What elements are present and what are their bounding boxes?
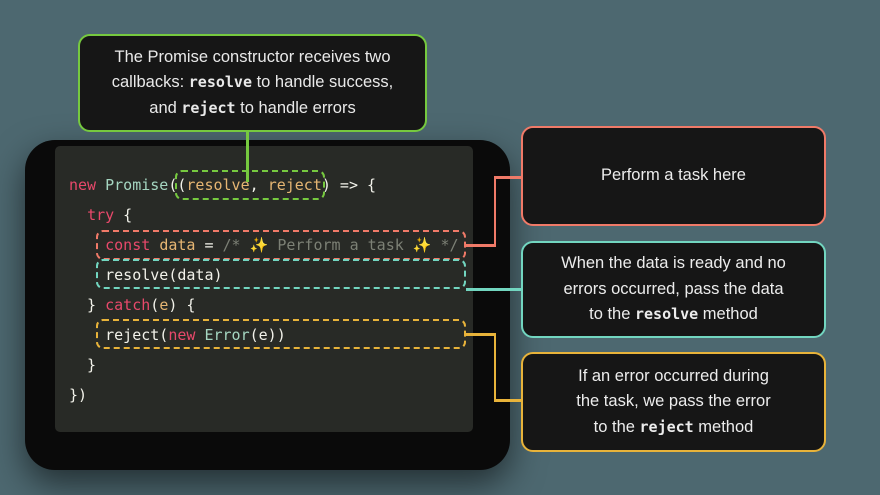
code-line-6: reject(new Error(e)) <box>69 326 286 344</box>
code-line-8: }) <box>69 386 88 404</box>
reject-line-3-c: method <box>693 417 754 436</box>
code-line-3: const data = /* ✨ Perform a task ✨ */ <box>105 236 459 254</box>
callout-line-3-a: and <box>149 98 182 117</box>
code-line-4: resolve(data) <box>69 266 223 284</box>
resolve-highlight <box>96 259 466 289</box>
callout-promise-constructor-text: The Promise constructor receives two cal… <box>98 45 408 122</box>
callout-perform-task: Perform a task here <box>521 126 826 226</box>
connector-green-stem <box>246 130 249 182</box>
reject-line-3-a: to the <box>593 417 640 436</box>
code-line-7: } <box>69 356 97 374</box>
callout-line-2-resolve: resolve <box>188 73 252 92</box>
callout-line-1: The Promise constructor receives two <box>114 47 391 66</box>
code-line-1: new Promise((resolve, reject) => { <box>69 176 377 194</box>
callout-reject-method: If an error occurred during the task, we… <box>521 352 826 452</box>
reject-line-2: the task, we pass the error <box>576 392 771 411</box>
callout-reject-method-text: If an error occurred during the task, we… <box>558 364 788 441</box>
reject-highlight <box>96 319 466 349</box>
callout-resolve-method: When the data is ready and no errors occ… <box>521 241 826 338</box>
reject-line-1: If an error occurred during <box>578 366 769 385</box>
code-editor-pane[interactable]: new Promise((resolve, reject) => { try {… <box>55 146 473 432</box>
callout-line-3-c: to handle errors <box>235 98 356 117</box>
callout-line-2-c: to handle success, <box>252 73 394 92</box>
params-highlight <box>175 170 325 200</box>
resolve-line-3-c: method <box>698 305 758 324</box>
callout-promise-constructor: The Promise constructor receives two cal… <box>78 34 427 132</box>
reject-line-3-keyword: reject <box>639 417 694 436</box>
resolve-line-2: errors occurred, pass the data <box>563 279 784 298</box>
resolve-line-1: When the data is ready and no <box>561 254 786 273</box>
callout-perform-task-text: Perform a task here <box>583 163 764 189</box>
task-line-1: Perform a task here <box>601 166 746 185</box>
callout-line-2-a: callbacks: <box>111 73 189 92</box>
callout-line-3-reject: reject <box>181 98 236 117</box>
code-line-2: try { <box>87 206 133 224</box>
resolve-line-3-a: to the <box>589 305 635 324</box>
task-highlight <box>96 230 466 260</box>
callout-resolve-method-text: When the data is ready and no errors occ… <box>543 251 804 328</box>
resolve-line-3-keyword: resolve <box>635 305 699 324</box>
code-line-5: } catch(e) { <box>69 296 196 314</box>
